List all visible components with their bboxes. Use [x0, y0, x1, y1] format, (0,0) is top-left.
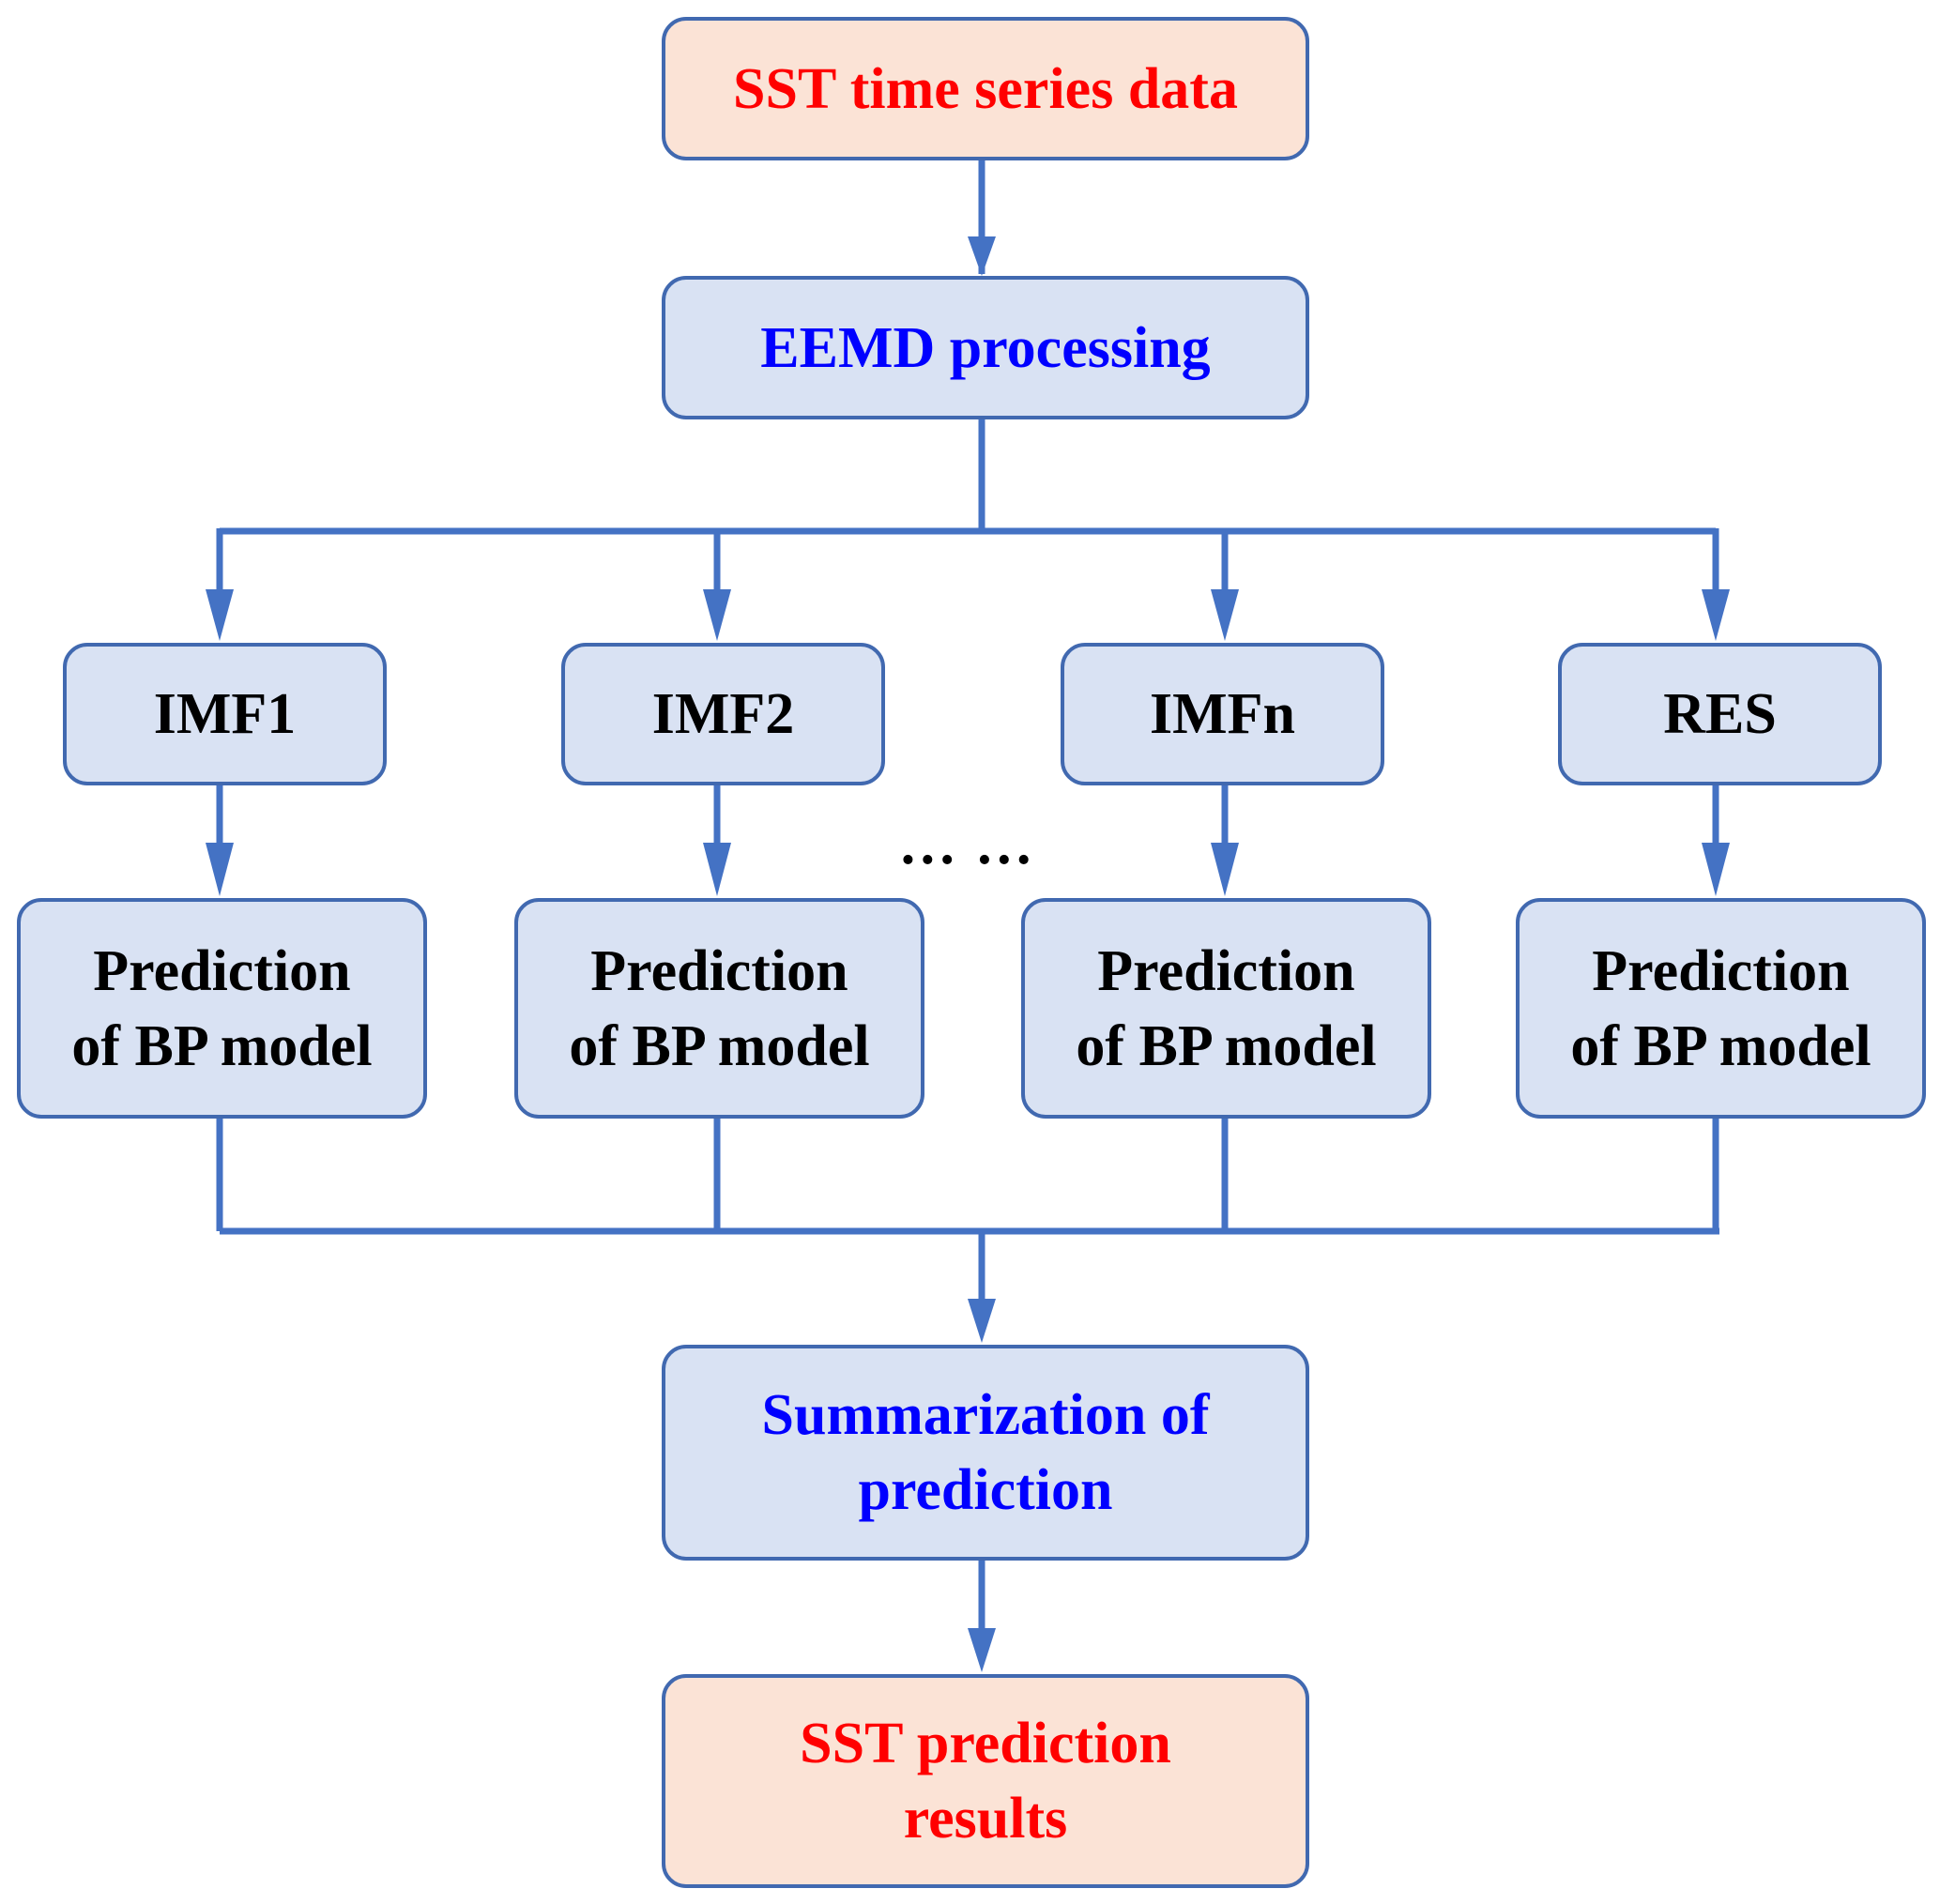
imfn-node: IMFn	[1061, 643, 1384, 785]
arrowhead-res	[1702, 589, 1730, 641]
summary-node: Summarization of prediction	[662, 1345, 1309, 1561]
imf1-node: IMF1	[63, 643, 387, 785]
imf1-label: IMF1	[153, 682, 297, 746]
bp-model-label-3: Prediction of BP model	[1076, 938, 1377, 1078]
bp-model-label-1: Prediction of BP model	[71, 938, 373, 1078]
arrowhead-imf2	[703, 589, 731, 641]
arrowhead-model-2	[703, 843, 731, 896]
ellipsis: … …	[898, 813, 1035, 876]
bp-model-node-4: Prediction of BP model	[1516, 898, 1926, 1119]
eemd-node: EEMD processing	[662, 276, 1309, 419]
arrowhead-model-4	[1702, 843, 1730, 896]
input-label: SST time series data	[733, 56, 1238, 121]
summary-label: Summarization of prediction	[761, 1383, 1210, 1522]
bp-model-label-4: Prediction of BP model	[1570, 938, 1871, 1078]
imfn-label: IMFn	[1150, 682, 1295, 746]
bp-model-node-2: Prediction of BP model	[514, 898, 924, 1119]
output-label: SST prediction results	[800, 1712, 1171, 1851]
arrowhead-eemd	[968, 236, 996, 276]
arrowhead-output	[968, 1628, 996, 1672]
arrowhead-imfn	[1211, 589, 1239, 641]
eemd-label: EEMD processing	[760, 315, 1211, 380]
bp-model-label-2: Prediction of BP model	[569, 938, 870, 1078]
arrowhead-imf1	[206, 589, 234, 641]
input-node: SST time series data	[662, 17, 1309, 160]
res-label: RES	[1663, 682, 1777, 746]
arrowhead-model-3	[1211, 843, 1239, 896]
arrowhead-model-1	[206, 843, 234, 896]
arrowhead-summary	[968, 1299, 996, 1343]
output-node: SST prediction results	[662, 1674, 1309, 1888]
bp-model-node-1: Prediction of BP model	[17, 898, 427, 1119]
bp-model-node-3: Prediction of BP model	[1021, 898, 1431, 1119]
imf2-node: IMF2	[561, 643, 885, 785]
res-node: RES	[1558, 643, 1882, 785]
imf2-label: IMF2	[651, 682, 795, 746]
